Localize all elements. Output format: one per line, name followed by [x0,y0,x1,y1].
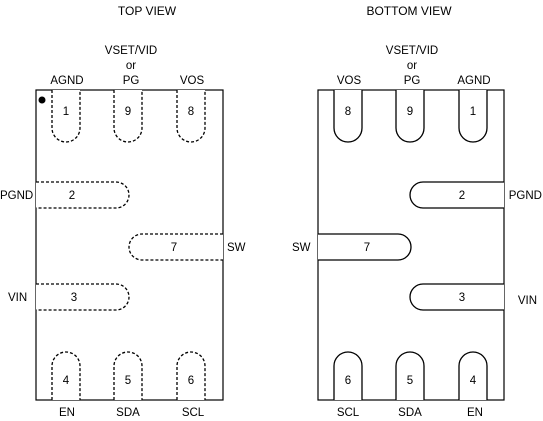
bottom-pad-3 [409,283,504,311]
top-label-vin: VIN [8,292,27,304]
bottom-pin-number: 1 [470,106,476,118]
top-pad-7 [128,233,223,261]
bottom-label-vos: VOS [337,75,362,87]
bottom-pin-number: 2 [459,190,465,202]
bottom-label-en: EN [467,407,483,419]
bottom-pin-number: 9 [407,106,413,118]
bottom-pin-number: 4 [470,375,477,387]
top-label-vset-3: PG [123,75,140,87]
bottom-pad-6 [333,351,363,400]
top-pin-number: 3 [71,292,77,304]
top-label-agnd: AGND [50,75,83,87]
bottom-label-vset-3: PG [404,75,421,87]
bottom-pin-number: 6 [345,375,351,387]
bottom-pin-number: 3 [459,292,465,304]
bottom-pin-number: 8 [345,106,351,118]
pin1-marker-dot [38,96,46,104]
top-pad-2 [36,181,130,209]
bottom-label-scl: SCL [337,407,360,419]
top-pin-number: 1 [63,106,69,118]
top-label-sda: SDA [116,407,140,419]
top-pin-number: 2 [69,190,75,202]
top-label-pgnd: PGND [0,190,33,202]
top-pad-4 [51,351,81,400]
top-label-scl: SCL [182,407,205,419]
bottom-view: BOTTOM VIEW 8 9 1 2 7 3 6 5 4 VOS VSET/V… [292,4,542,419]
top-pad-9 [113,90,143,143]
bottom-label-vset-1: VSET/VID [386,45,438,57]
top-pad-8 [176,90,206,143]
top-label-vos: VOS [180,75,205,87]
bottom-label-sw: SW [292,242,311,254]
bottom-label-sda: SDA [398,407,422,419]
top-pad-5 [113,351,143,400]
top-label-sw: SW [227,242,246,254]
top-label-vset-2: or [126,60,136,72]
bottom-pin-number: 5 [407,375,413,387]
bottom-pad-5 [395,351,425,400]
top-view-title: TOP VIEW [118,4,177,18]
top-view: TOP VIEW 1 9 8 2 7 3 4 5 6 AGND VSET/VID… [0,4,246,419]
top-pad-6 [176,351,206,400]
bottom-label-vin: VIN [518,295,537,307]
top-pin-number: 5 [125,375,131,387]
top-pin-number: 6 [188,375,194,387]
top-pad-1 [51,90,81,143]
bottom-view-title: BOTTOM VIEW [366,4,452,18]
bottom-pad-2 [409,181,504,209]
top-pin-number: 4 [63,375,70,387]
bottom-pin-number: 7 [364,242,370,254]
top-pad-3 [36,283,130,311]
top-pin-number: 7 [171,242,177,254]
bottom-pad-9 [395,90,425,143]
bottom-label-vset-2: or [407,60,417,72]
bottom-pad-1 [458,90,488,143]
top-pin-number: 8 [188,106,194,118]
bottom-pad-4 [458,351,488,400]
bottom-pad-7 [318,233,412,261]
top-pin-number: 9 [125,106,131,118]
bottom-label-pgnd: PGND [509,190,542,202]
bottom-label-agnd: AGND [457,75,490,87]
top-label-en: EN [59,407,75,419]
bottom-pad-8 [333,90,363,143]
top-label-vset-1: VSET/VID [105,45,157,57]
